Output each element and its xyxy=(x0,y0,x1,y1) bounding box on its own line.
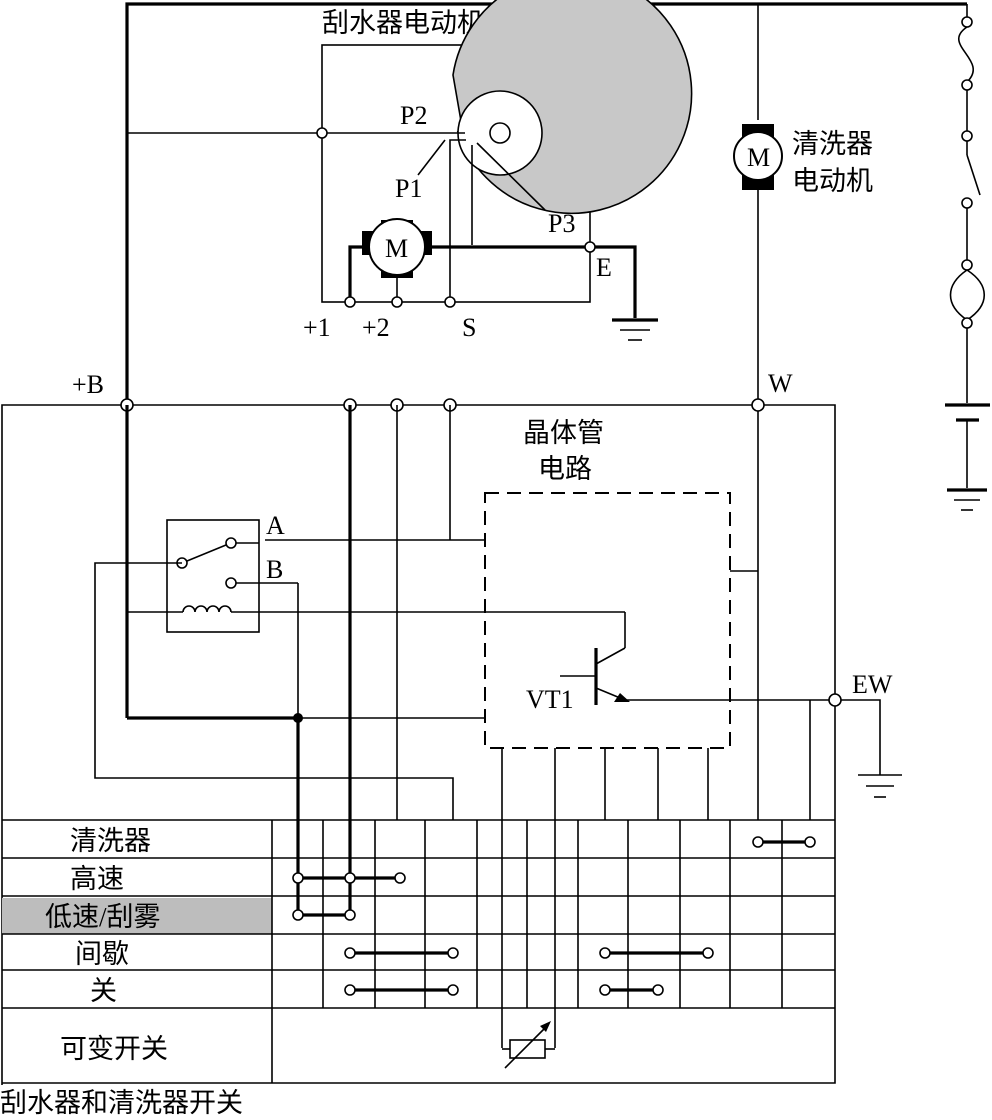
relay-b-label: B xyxy=(266,555,283,584)
transistor-circuit-label-2: 电路 xyxy=(538,454,592,484)
washer-motor-label-1: 清洗器 xyxy=(792,129,873,159)
low-speed-row-highlight xyxy=(2,898,272,934)
row-washer: 清洗器 xyxy=(70,826,151,856)
ew-label: EW xyxy=(852,670,893,699)
washer-motor-m: M xyxy=(747,143,770,172)
row-intermittent: 间歇 xyxy=(75,939,129,969)
p2-label: P2 xyxy=(400,101,427,130)
row-variable-switch: 可变开关 xyxy=(60,1034,168,1064)
vt1-label: VT1 xyxy=(526,685,574,714)
w-label: W xyxy=(768,369,793,398)
p1-label: P1 xyxy=(395,174,422,203)
wiper-motor: 刮水器电动机 P2 P1 P3 M E +1 +2 xyxy=(127,0,693,342)
washer-motor-label-2: 电动机 xyxy=(792,166,873,196)
row-low-speed-mist: 低速/刮雾 xyxy=(45,902,161,932)
power-supply xyxy=(125,2,990,511)
switch-box: +B W 晶体管 电路 A B xyxy=(1,369,902,1085)
wiper-motor-title: 刮水器电动机 xyxy=(322,8,484,38)
plus-2-label: +2 xyxy=(362,313,390,342)
diagram-caption: 刮水器和清洗器开关 xyxy=(0,1088,243,1118)
plus-1-label: +1 xyxy=(303,313,331,342)
s-label: S xyxy=(462,313,476,342)
switch-table: 清洗器 高速 低速/刮雾 间歇 关 可变开关 xyxy=(2,819,835,1083)
e-label: E xyxy=(596,253,612,282)
washer-motor: M 清洗器 电动机 xyxy=(733,4,873,820)
relay-a-label: A xyxy=(266,511,285,540)
row-off: 关 xyxy=(90,976,117,1006)
row-high-speed: 高速 xyxy=(70,864,124,894)
transistor-circuit-label-1: 晶体管 xyxy=(523,418,604,448)
p3-label: P3 xyxy=(548,209,575,238)
plus-b-label: +B xyxy=(72,370,104,399)
wiper-motor-m: M xyxy=(385,234,408,263)
